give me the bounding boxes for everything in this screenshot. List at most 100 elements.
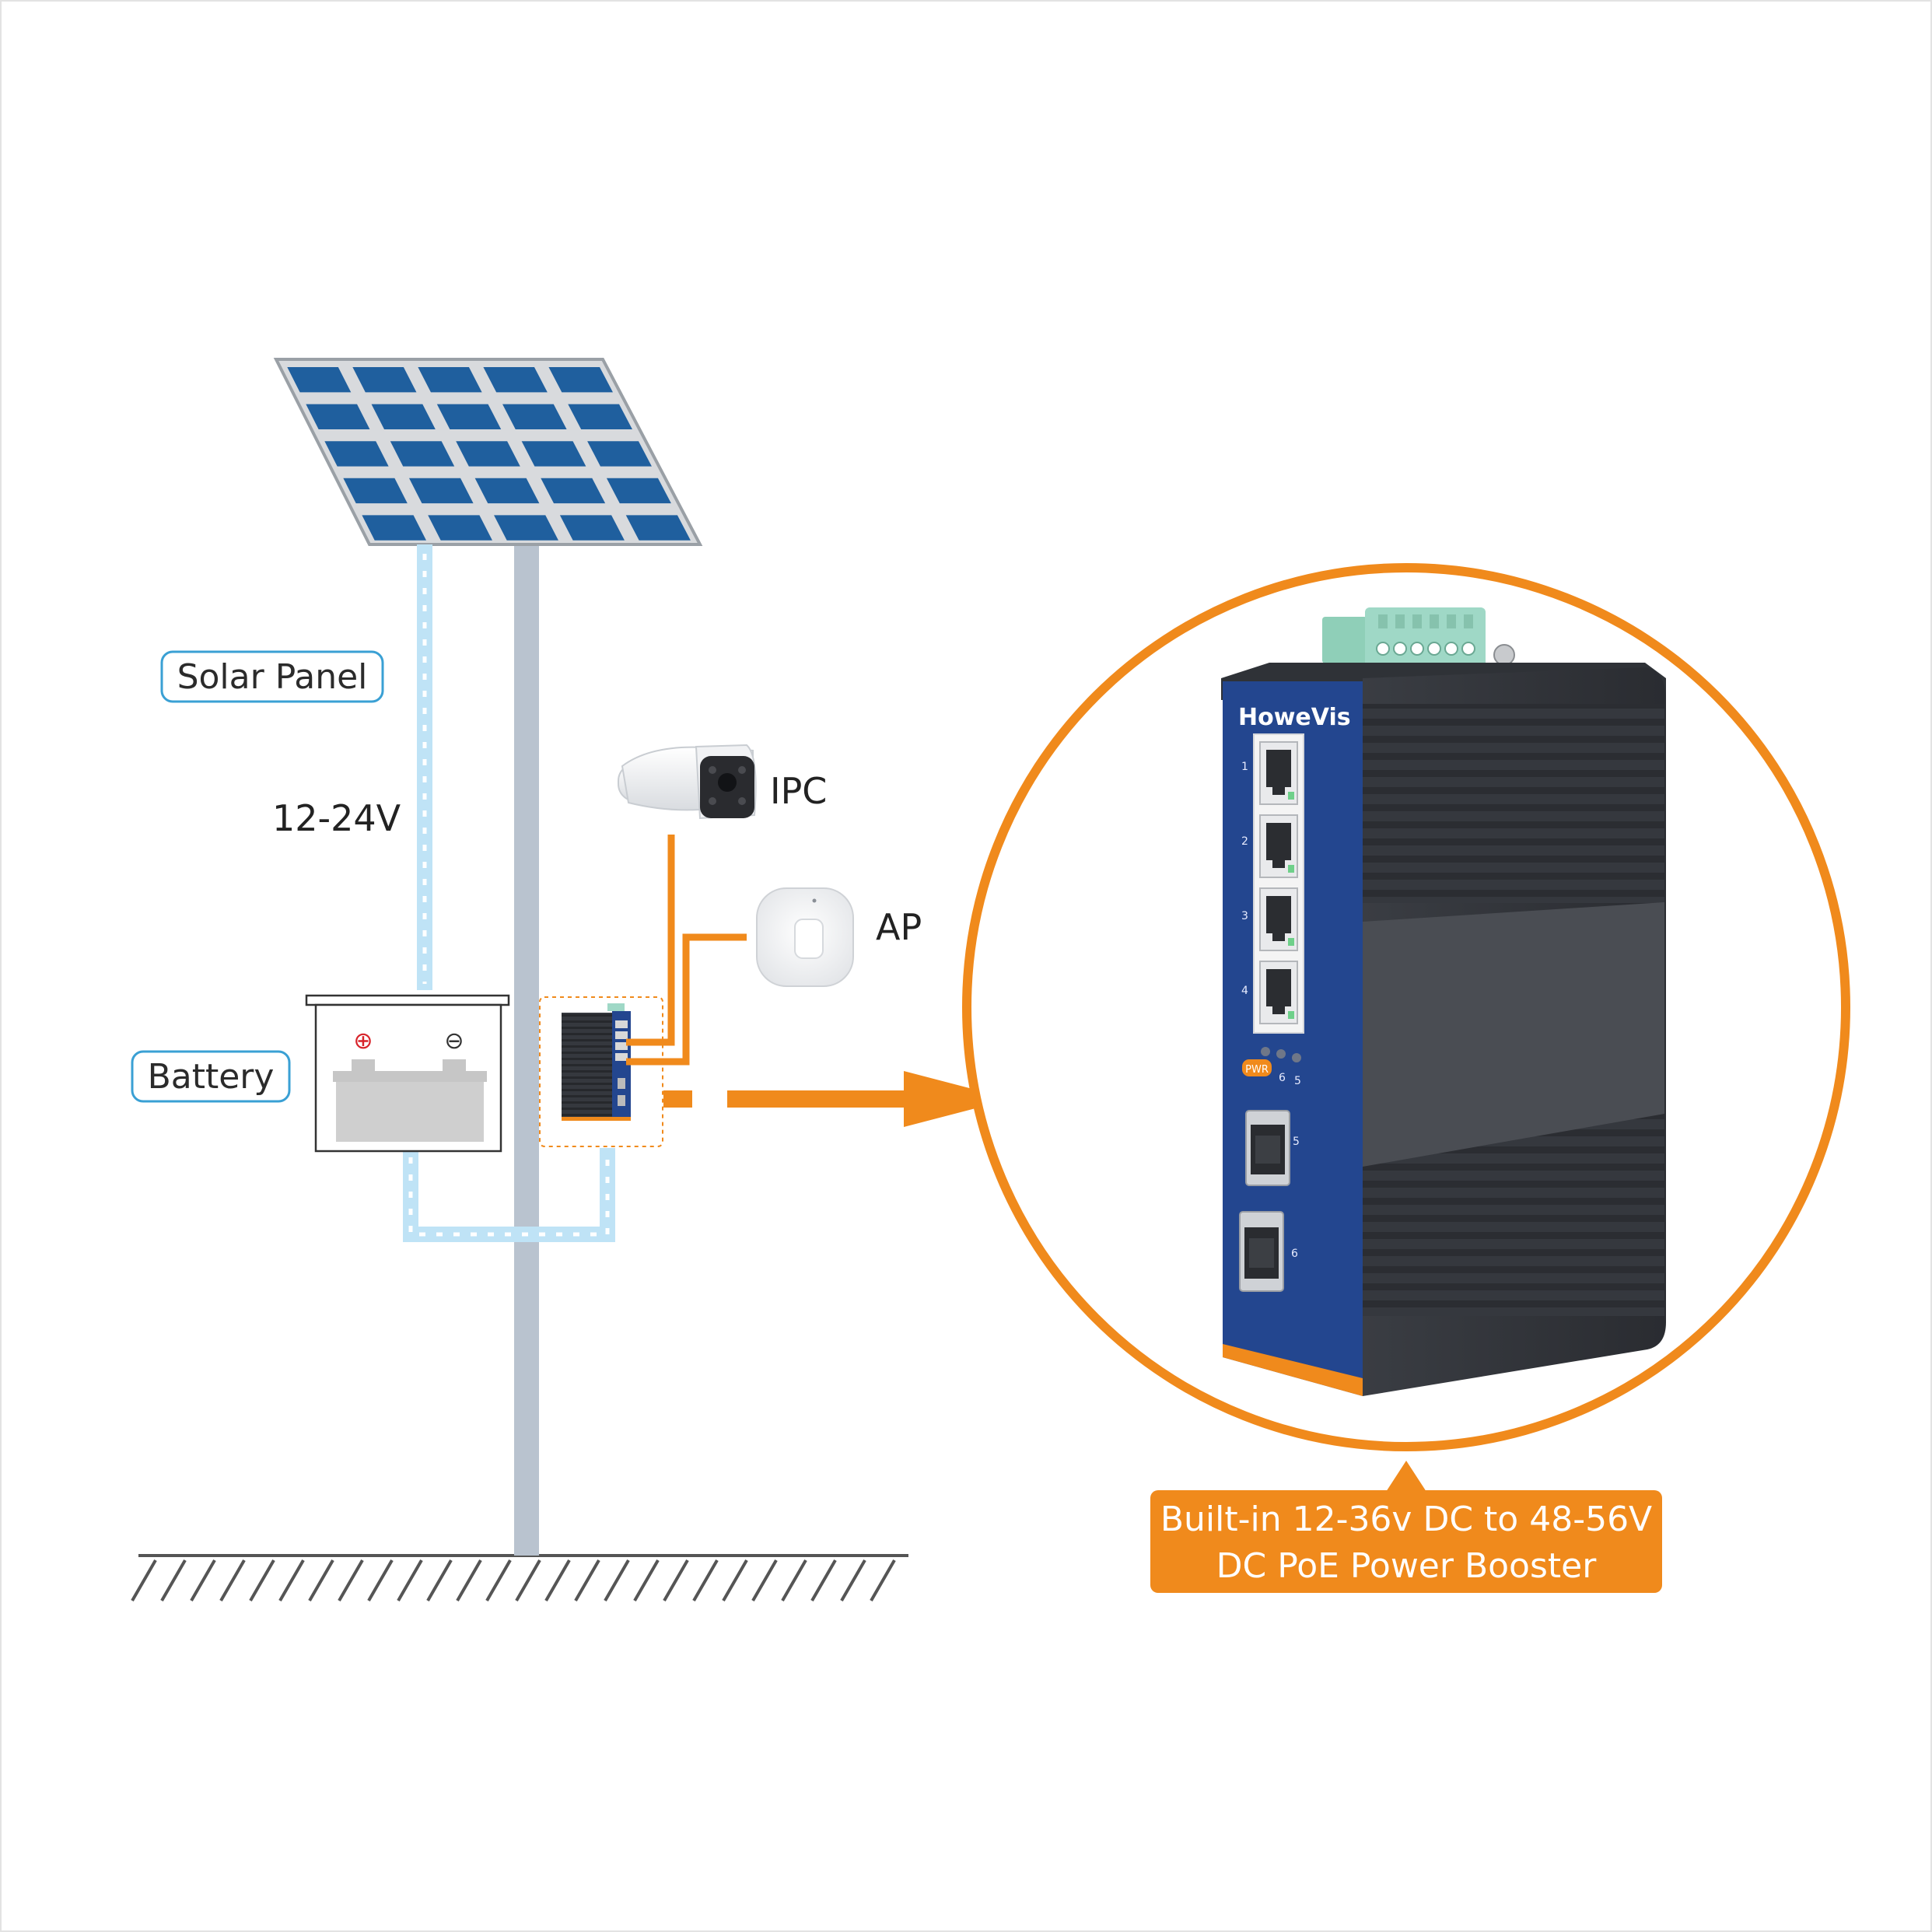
- ground-hatch: [633, 1559, 660, 1601]
- solar-cell: [606, 478, 671, 504]
- ground-hatch: [190, 1559, 216, 1601]
- terminal-hole: [1376, 642, 1390, 656]
- rj45-port: [1259, 887, 1298, 951]
- ground-hatch: [456, 1559, 482, 1601]
- arrow-right-icon: [663, 1071, 1011, 1127]
- battery-positive-terminal: ⊕: [353, 1027, 373, 1055]
- rj45-port: [1259, 961, 1298, 1024]
- battery-icon: ⊕ ⊖: [305, 994, 510, 1153]
- ground-hatch: [574, 1559, 600, 1601]
- ground-hatch: [663, 1559, 689, 1601]
- battery-tag: Battery: [131, 1050, 291, 1103]
- solar-cell: [418, 366, 482, 393]
- solar-cell: [343, 478, 408, 504]
- ip-camera-icon: [618, 744, 757, 820]
- ground-hatch: [692, 1559, 719, 1601]
- port-number: 1: [1241, 761, 1248, 773]
- terminal-slot: [1412, 614, 1422, 628]
- battery-negative-terminal: ⊖: [444, 1027, 464, 1055]
- ground-hatch: [219, 1559, 246, 1601]
- ground-hatch: [604, 1559, 630, 1601]
- ground-hatch: [338, 1559, 364, 1601]
- terminal-slot: [1430, 614, 1439, 628]
- solar-cell: [287, 366, 352, 393]
- solar-cell: [408, 478, 474, 504]
- callout-box: Built-in 12-36v DC to 48-56V DC PoE Powe…: [1150, 1461, 1662, 1593]
- ap-label: AP: [876, 906, 922, 948]
- callout-line-1: Built-in 12-36v DC to 48-56V: [1160, 1500, 1652, 1539]
- ground-hatch: [160, 1559, 187, 1601]
- ground-hatch: [367, 1559, 394, 1601]
- solar-cell: [456, 441, 520, 467]
- rj45-port: [1259, 814, 1298, 878]
- led-number: 5: [1294, 1075, 1301, 1087]
- ground-hatch: [308, 1559, 334, 1601]
- ground: [131, 1554, 908, 1601]
- terminal-hole: [1461, 642, 1475, 656]
- switch-highlight-box: [539, 996, 663, 1147]
- solar-cell: [436, 404, 502, 429]
- pole: [514, 539, 539, 1556]
- terminal-hole: [1410, 642, 1424, 656]
- ground-hatch: [870, 1559, 896, 1601]
- ground-hatch: [810, 1559, 837, 1601]
- port-number: 4: [1241, 985, 1248, 997]
- rj45-port: [1259, 741, 1298, 805]
- ground-hatch: [781, 1559, 807, 1601]
- solar-panel-tag: Solar Panel: [160, 650, 384, 703]
- voltage-label: 12-24V: [272, 797, 401, 839]
- solar-panel-label: Solar Panel: [177, 657, 368, 697]
- ground-hatch: [249, 1559, 275, 1601]
- solar-cell: [494, 515, 558, 541]
- rj45-ports: [1253, 733, 1304, 1034]
- solar-cell: [428, 515, 492, 541]
- ground-hatch: [397, 1559, 423, 1601]
- solar-cell: [324, 441, 389, 467]
- ground-hatch: [840, 1559, 866, 1601]
- terminal-hole: [1427, 642, 1441, 656]
- power-flow-battery-to-switch: [403, 1148, 615, 1242]
- callout-line-2: DC PoE Power Booster: [1216, 1546, 1598, 1586]
- ground-hatch: [131, 1559, 157, 1601]
- small-switch-icon: [562, 1003, 631, 1121]
- solar-cell: [483, 366, 548, 393]
- battery-label: Battery: [148, 1057, 275, 1097]
- sfp-number: 5: [1293, 1136, 1300, 1148]
- solar-cell: [306, 404, 370, 429]
- sfp-port: [1239, 1211, 1284, 1292]
- solar-cell: [587, 441, 652, 467]
- solar-panel-icon: [273, 358, 703, 546]
- solar-cell: [502, 404, 567, 429]
- solar-cell: [521, 441, 586, 467]
- access-point-icon: [756, 887, 854, 987]
- ipc-label: IPC: [770, 770, 827, 812]
- solar-cell: [568, 404, 632, 429]
- ground-hatch: [485, 1559, 512, 1601]
- solar-cell: [352, 366, 417, 393]
- solar-cell: [541, 478, 606, 504]
- poe-cables: [626, 835, 747, 1066]
- port-number: 3: [1241, 910, 1248, 922]
- poe-switch-icon: HoweVis 1 2 3 4 PWR 6 5 5: [1221, 607, 1666, 1396]
- terminal-slot: [1378, 614, 1388, 628]
- solar-cell: [474, 478, 540, 504]
- solar-cell: [548, 366, 613, 393]
- sfp-port: [1245, 1110, 1290, 1186]
- solar-cell: [371, 404, 436, 429]
- ground-hatch: [751, 1559, 778, 1601]
- ground-hatch: [426, 1559, 453, 1601]
- ground-hatch: [544, 1559, 571, 1601]
- terminal-hole: [1444, 642, 1458, 656]
- solar-cell: [559, 515, 625, 541]
- status-leds: PWR 6 5: [1242, 1047, 1301, 1087]
- led-number: 6: [1279, 1072, 1286, 1084]
- solar-cell: [390, 441, 455, 467]
- terminal-slot: [1447, 614, 1456, 628]
- ground-hatch: [515, 1559, 541, 1601]
- power-flow-panel-to-battery: [417, 544, 432, 990]
- pwr-led-label: PWR: [1245, 1064, 1269, 1076]
- terminal-hole: [1393, 642, 1407, 656]
- solar-cell: [625, 515, 691, 541]
